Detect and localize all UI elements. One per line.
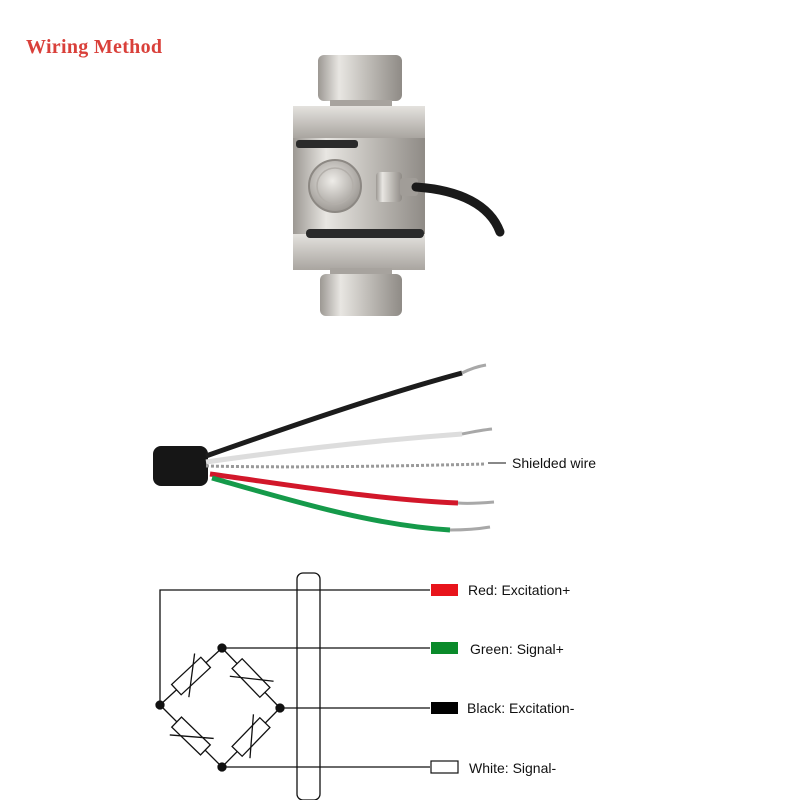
- strain-gauge-4: [169, 716, 214, 756]
- white-wire: [205, 431, 463, 465]
- shielded-wire-label: Shielded wire: [512, 455, 597, 471]
- shield-tube: [296, 572, 321, 800]
- bridge-schematic: [155, 572, 430, 800]
- page-title: Wiring Method: [26, 36, 163, 58]
- wire-label-black: Black: Excitation-: [467, 700, 575, 716]
- black-wire: [205, 370, 463, 459]
- cable-jacket: [153, 446, 208, 486]
- strain-gauge-1: [170, 653, 212, 698]
- black-pad: [431, 702, 458, 714]
- shield-wire: [205, 462, 487, 469]
- white-pad: [430, 760, 459, 774]
- wire-label-green: Green: Signal+: [470, 641, 564, 657]
- strain-gauge-3: [231, 714, 271, 759]
- wire-label-white: White: Signal-: [469, 760, 557, 776]
- strain-gauge-2: [229, 657, 274, 699]
- green-pad: [431, 642, 458, 654]
- wire-label-red: Red: Excitation+: [468, 582, 571, 598]
- s-beam-body: [293, 106, 425, 270]
- red-wire: [209, 471, 459, 506]
- cable-gland: [376, 172, 418, 202]
- top-bolt: [318, 55, 402, 110]
- wire-breakout: [153, 363, 506, 533]
- red-pad: [431, 584, 458, 596]
- bottom-bolt: [320, 268, 402, 316]
- green-wire: [211, 475, 451, 533]
- sensor-cable: [411, 182, 505, 237]
